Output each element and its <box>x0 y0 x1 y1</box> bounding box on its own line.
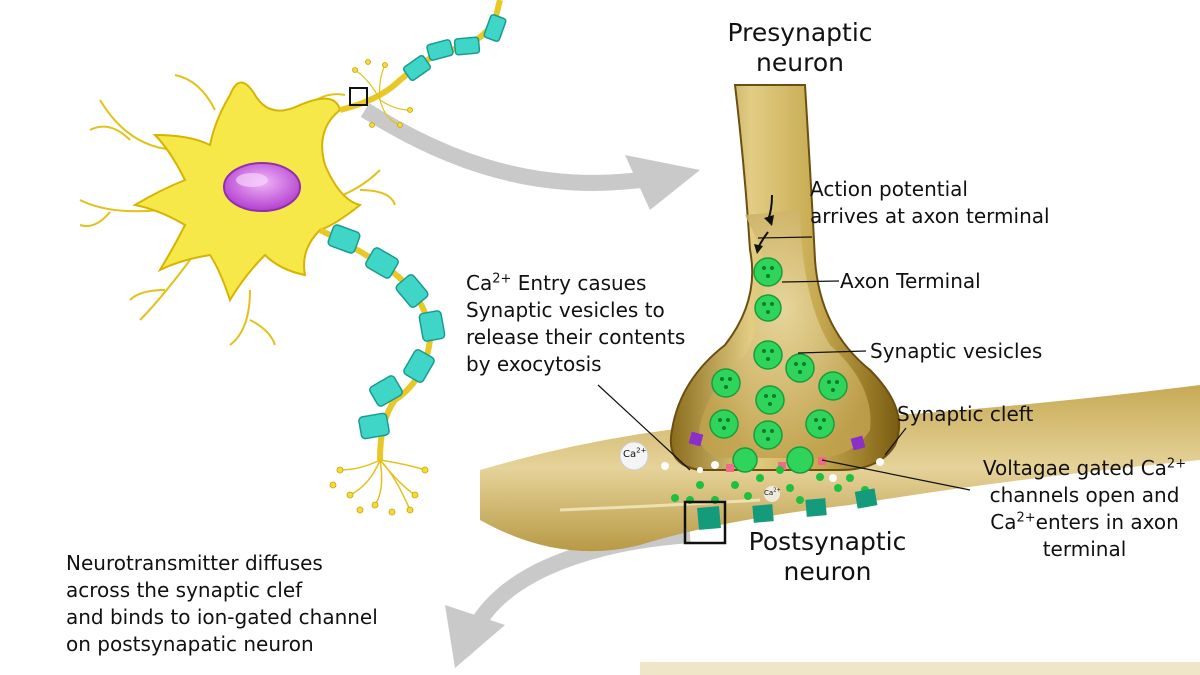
synaptic-vesicles <box>709 257 848 474</box>
synaptic-vesicles-label: Synaptic vesicles <box>870 339 1043 363</box>
calcium-channel-marker <box>764 486 780 502</box>
ion-gated-receptors <box>697 488 878 530</box>
voltage-gated-label: Voltagae gated Ca2+ channels open and Ca… <box>972 455 1197 563</box>
synaptic-cleft-label: Synaptic cleft <box>897 402 1034 426</box>
ca-entry-line2: Synaptic vesicles to <box>466 298 665 322</box>
action-potential-line1: Action potential <box>810 177 968 201</box>
vesicle-contents <box>718 266 839 441</box>
action-potential-label: Action potential arrives at axon termina… <box>810 176 1050 230</box>
action-potential-line2: arrives at axon terminal <box>810 204 1050 228</box>
calcium-channel-marker-label: Ca2+ <box>764 487 781 497</box>
presynaptic-label-line1: Presynaptic <box>727 18 873 47</box>
ca-entry-line3: release their contents <box>466 325 686 349</box>
postsynaptic-label-line1: Postsynaptic <box>748 527 907 556</box>
zoom-arrow-top <box>360 103 700 210</box>
axon-terminal-label: Axon Terminal <box>840 269 981 293</box>
postsynaptic-label: Postsynaptic neuron <box>735 527 920 587</box>
neurotransmitter-line4: on postsynapatic neuron <box>66 632 314 656</box>
neurotransmitter-line2: across the synaptic clef <box>66 578 303 602</box>
neurotransmitter-line1: Neurotransmitter diffuses <box>66 551 323 575</box>
nucleus <box>223 162 301 212</box>
neuron-illustration <box>79 0 507 516</box>
ion-channels <box>688 431 866 472</box>
presynaptic-label: Presynaptic neuron <box>710 18 890 78</box>
ca-entry-label: Ca2+ Entry casues Synaptic vesicles to r… <box>466 270 685 378</box>
voltage-gated-line3: Ca2+enters in axon <box>990 510 1179 534</box>
ca-entry-line4: by exocytosis <box>466 352 602 376</box>
zoom-box-receptor <box>683 500 727 545</box>
neurotransmitter-label: Neurotransmitter diffuses across the syn… <box>66 550 378 658</box>
zoom-box-synapse <box>349 87 368 106</box>
calcium-dots <box>661 458 884 482</box>
leader-lines <box>597 236 971 491</box>
voltage-gated-line2: channels open and <box>989 483 1180 507</box>
voltage-gated-line1: Voltagae gated Ca2+ <box>982 456 1187 480</box>
calcium-ion-marker <box>619 441 649 471</box>
postsynaptic-label-line2: neuron <box>783 557 872 586</box>
calcium-ion-marker-label: Ca2+ <box>623 446 647 460</box>
presynaptic-label-line2: neuron <box>756 48 844 77</box>
neurotransmitter-line3: and binds to ion-gated channel <box>66 605 378 629</box>
voltage-gated-line4: terminal <box>1042 537 1127 561</box>
ca-entry-line1: Ca2+ Entry casues <box>466 271 647 295</box>
zoom-arrow-bottom <box>445 527 691 668</box>
